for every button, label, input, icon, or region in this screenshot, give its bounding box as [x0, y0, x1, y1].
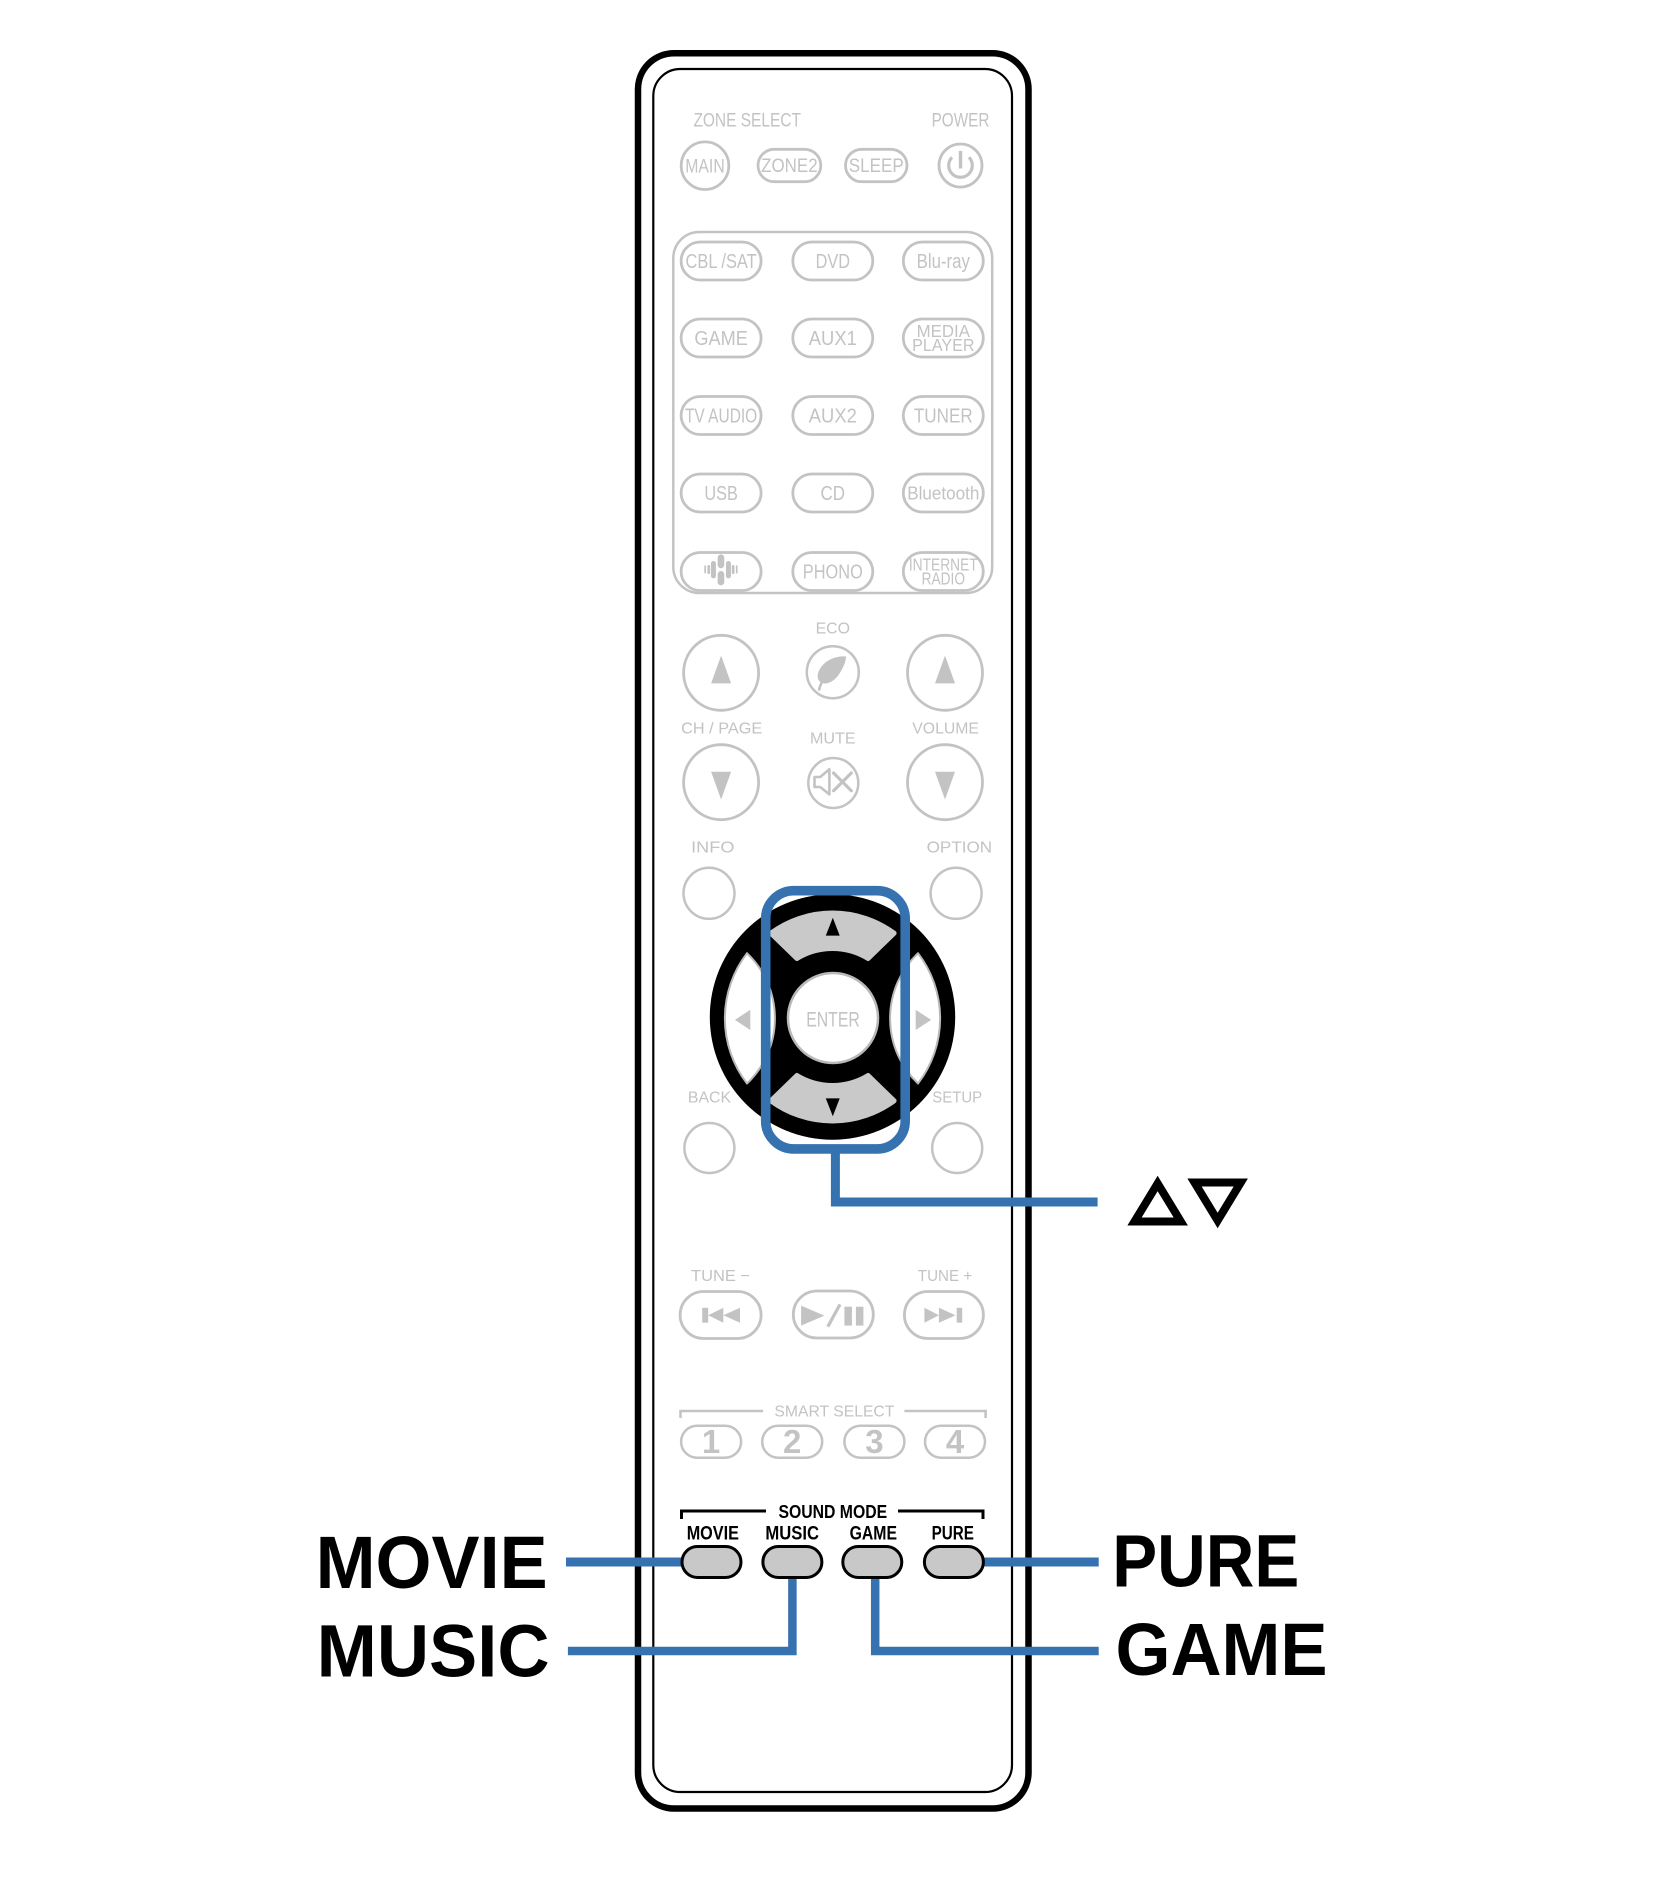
svg-text:VOLUME: VOLUME — [912, 720, 979, 738]
svg-text:ZONE SELECT: ZONE SELECT — [693, 110, 801, 132]
svg-text:CBL /SAT: CBL /SAT — [686, 251, 757, 273]
svg-text:POWER: POWER — [932, 110, 990, 132]
svg-text:CH / PAGE: CH / PAGE — [681, 720, 762, 738]
svg-text:MOVIE: MOVIE — [316, 1521, 548, 1604]
svg-text:ZONE2: ZONE2 — [761, 155, 818, 177]
svg-text:GAME: GAME — [1116, 1608, 1328, 1691]
svg-text:4: 4 — [946, 1423, 965, 1460]
svg-text:Blu-ray: Blu-ray — [917, 251, 970, 273]
svg-text:MOVIE: MOVIE — [687, 1523, 739, 1544]
svg-text:GAME: GAME — [850, 1523, 898, 1544]
svg-text:USB: USB — [704, 483, 737, 505]
svg-text:PLAYER: PLAYER — [912, 335, 974, 355]
svg-text:2: 2 — [783, 1423, 801, 1460]
svg-text:TUNE −: TUNE − — [691, 1267, 750, 1285]
svg-text:PURE: PURE — [932, 1523, 974, 1544]
svg-text:3: 3 — [865, 1423, 883, 1460]
svg-text:SETUP: SETUP — [932, 1089, 982, 1107]
svg-text:PHONO: PHONO — [803, 561, 863, 583]
svg-text:RADIO: RADIO — [922, 569, 965, 589]
svg-text:SLEEP: SLEEP — [849, 155, 904, 177]
svg-text:BACK: BACK — [688, 1089, 732, 1107]
svg-text:PURE: PURE — [1112, 1520, 1299, 1603]
svg-text:ECO: ECO — [816, 620, 850, 638]
svg-text:INTERNET: INTERNET — [909, 554, 978, 574]
svg-text:SMART SELECT: SMART SELECT — [774, 1403, 894, 1421]
svg-text:MAIN: MAIN — [685, 155, 724, 177]
svg-text:OPTION: OPTION — [927, 839, 993, 857]
svg-text:GAME: GAME — [694, 328, 747, 350]
svg-text:MUSIC: MUSIC — [765, 1523, 819, 1544]
svg-text:AUX2: AUX2 — [809, 405, 857, 427]
svg-text:MUSIC: MUSIC — [317, 1610, 550, 1693]
svg-text:ENTER: ENTER — [806, 1009, 860, 1032]
svg-text:TV AUDIO: TV AUDIO — [685, 405, 757, 427]
svg-text:TUNE +: TUNE + — [918, 1267, 972, 1285]
svg-text:TUNER: TUNER — [914, 405, 973, 427]
svg-text:DVD: DVD — [816, 251, 850, 273]
svg-text:CD: CD — [821, 483, 846, 505]
svg-text:1: 1 — [702, 1423, 720, 1460]
svg-text:AUX1: AUX1 — [809, 328, 857, 350]
svg-text:SOUND MODE: SOUND MODE — [778, 1501, 887, 1522]
svg-text:MUTE: MUTE — [810, 730, 856, 748]
svg-text:MEDIA: MEDIA — [917, 321, 971, 341]
svg-text:INFO: INFO — [691, 839, 734, 857]
svg-text:Bluetooth: Bluetooth — [907, 482, 979, 503]
